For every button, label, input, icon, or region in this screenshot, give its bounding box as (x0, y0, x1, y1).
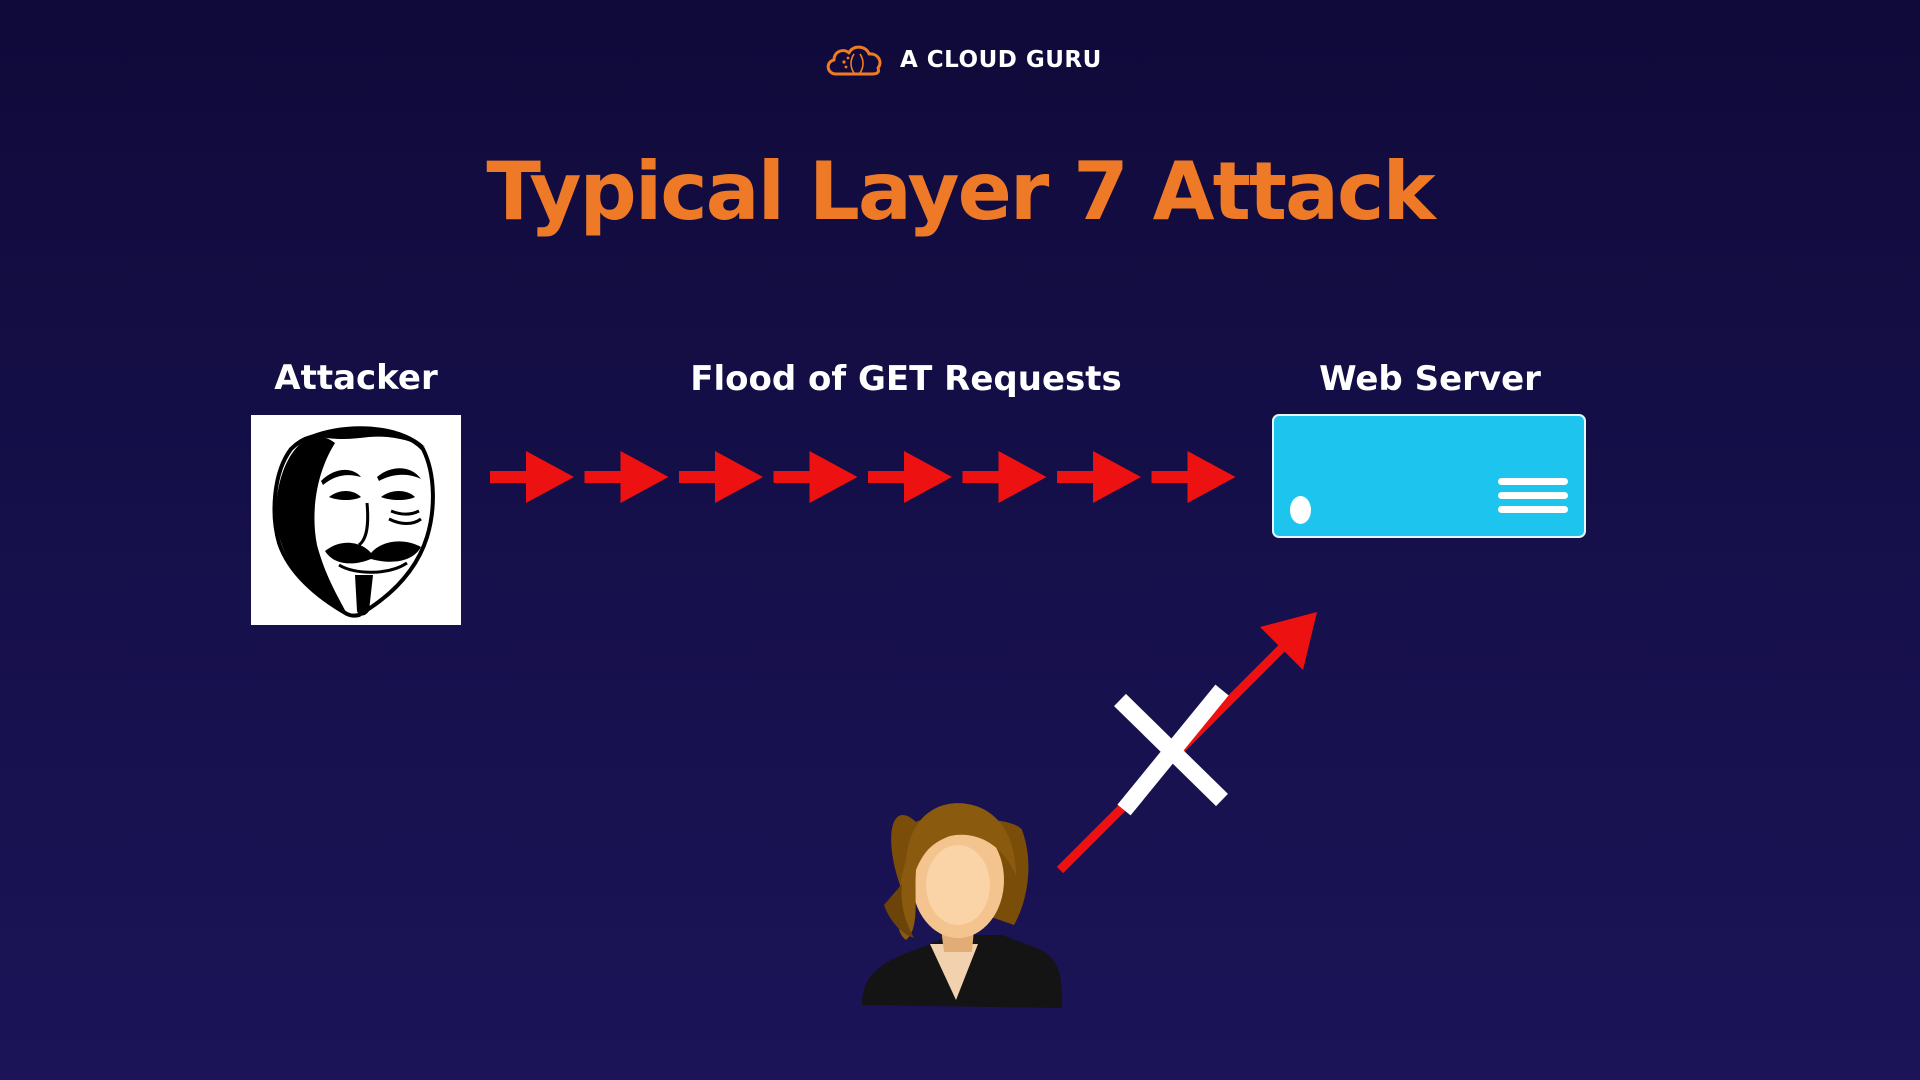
server-label: Web Server (1319, 359, 1541, 399)
attacker-label: Attacker (274, 358, 438, 398)
guy-fawkes-mask-icon (272, 426, 435, 618)
x-mark-icon (1114, 684, 1229, 816)
user-icon (862, 803, 1063, 1008)
slide-title: Typical Layer 7 Attack (486, 145, 1435, 238)
web-server (1272, 414, 1586, 538)
server-vent-line (1498, 492, 1568, 499)
server-vent-line (1498, 478, 1568, 485)
request-arrow (962, 451, 1047, 503)
request-arrow (584, 451, 669, 503)
request-arrow (679, 451, 763, 503)
request-arrow (773, 451, 858, 503)
request-arrow (490, 451, 574, 503)
server-status-light (1290, 496, 1311, 524)
server-vent-line (1498, 506, 1568, 513)
brand-logo: A CLOUD GURU (822, 38, 1102, 82)
request-arrow (1151, 451, 1236, 503)
request-arrows (490, 451, 1236, 503)
attacker-image (251, 415, 461, 625)
brand-name: A CLOUD GURU (900, 47, 1102, 73)
requests-label: Flood of GET Requests (690, 359, 1122, 399)
request-arrow (868, 451, 952, 503)
request-arrow (1057, 451, 1141, 503)
cloud-icon (826, 45, 882, 76)
